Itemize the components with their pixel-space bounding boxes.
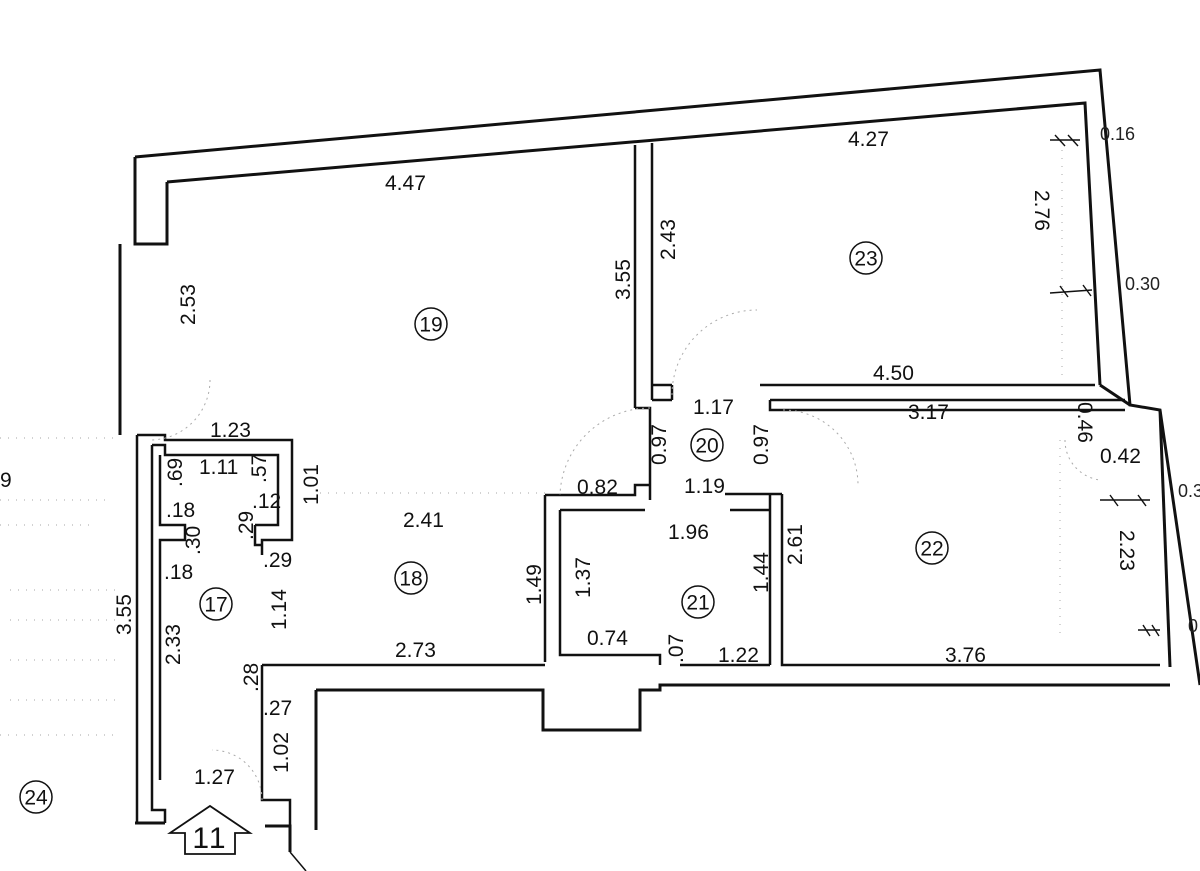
room-number-24: 24 — [24, 787, 48, 810]
dim-018b: .18 — [164, 561, 193, 584]
dim-261: 2.61 — [784, 524, 807, 565]
dim-111: 1.11 — [199, 456, 238, 479]
dotted-hints — [0, 150, 1063, 736]
room-number-21: 21 — [686, 592, 709, 615]
dim-447: 4.47 — [385, 172, 426, 195]
dim-223: 2.23 — [1115, 530, 1138, 571]
dim-097b: 0.97 — [750, 424, 773, 465]
room-number-20: 20 — [695, 435, 718, 458]
dim-007: .07 — [665, 634, 688, 663]
corner-mark — [289, 851, 307, 871]
room-marker-24: 24 — [19, 780, 53, 814]
dim-102: 1.02 — [270, 732, 293, 773]
room-marker-20: 20 — [690, 428, 724, 462]
room-number-17: 17 — [204, 594, 227, 617]
dim-376: 3.76 — [945, 644, 986, 667]
dim-101: 1.01 — [300, 464, 323, 505]
dim-233: 2.33 — [162, 624, 185, 665]
dim-074: 0.74 — [587, 627, 628, 650]
edge-dim-03: 0.3 — [1178, 481, 1200, 501]
dim-029a: .29 — [235, 511, 258, 540]
dim-082: 0.82 — [577, 476, 618, 499]
edge-dim-9: 9 — [0, 469, 12, 492]
dim-355a: 3.55 — [612, 259, 635, 300]
dim-253: 2.53 — [177, 284, 200, 325]
edge-dim-0: 0 — [1188, 616, 1198, 636]
dim-097a: 0.97 — [648, 424, 671, 465]
room-number-18: 18 — [399, 568, 422, 591]
dim-450: 4.50 — [873, 362, 914, 385]
dim-042: 0.42 — [1100, 445, 1141, 468]
dim-119: 1.19 — [684, 475, 725, 498]
entrance-arrow: 11 — [167, 804, 253, 855]
room-marker-21: 21 — [681, 585, 715, 619]
dim-122: 1.22 — [718, 644, 759, 667]
dim-030: 0.30 — [1125, 274, 1160, 294]
dim-241: 2.41 — [403, 509, 444, 532]
dim-114: 1.14 — [268, 589, 291, 630]
room-marker-19: 19 — [414, 307, 448, 341]
door-swings — [149, 309, 1101, 801]
dim-127: 1.27 — [194, 766, 235, 789]
dim-149: 1.49 — [523, 564, 546, 605]
dimension-labels: 4.47 2.53 3.55 2.43 4.27 0.16 2.76 0.30 … — [0, 124, 1200, 789]
outer-walls — [118, 68, 1200, 852]
room-number-19: 19 — [419, 314, 442, 337]
room-marker-18: 18 — [394, 561, 428, 595]
dim-029b: .29 — [263, 549, 292, 572]
dimension-ticks — [1049, 134, 1160, 637]
dim-046: 0.46 — [1073, 402, 1096, 443]
dim-137: 1.37 — [572, 557, 595, 598]
dim-117: 1.17 — [693, 396, 734, 419]
dim-018a: .18 — [166, 499, 195, 522]
dim-028: .28 — [240, 663, 263, 692]
room-number-23: 23 — [854, 248, 877, 271]
dim-276: 2.76 — [1030, 190, 1053, 231]
dim-030b: .30 — [182, 526, 205, 555]
dim-027: .27 — [263, 697, 292, 720]
dim-317: 3.17 — [908, 401, 949, 424]
dim-427: 4.27 — [848, 128, 889, 151]
room-marker-22: 22 — [915, 531, 949, 565]
room-marker-17: 17 — [199, 587, 233, 621]
dim-012: .12 — [252, 490, 281, 513]
dim-355b: 3.55 — [113, 594, 136, 635]
interior-walls — [135, 143, 1160, 826]
dim-123: 1.23 — [210, 419, 251, 442]
room-number-22: 22 — [920, 538, 943, 561]
room-marker-23: 23 — [849, 241, 883, 275]
dim-243: 2.43 — [657, 219, 680, 260]
dim-069: .69 — [164, 458, 187, 487]
dim-196: 1.96 — [668, 521, 709, 544]
dim-144: 1.44 — [750, 552, 773, 593]
dim-273: 2.73 — [395, 639, 436, 662]
dim-057: .57 — [248, 454, 271, 483]
dim-016: 0.16 — [1100, 124, 1135, 144]
entrance-label: 11 — [192, 822, 227, 855]
